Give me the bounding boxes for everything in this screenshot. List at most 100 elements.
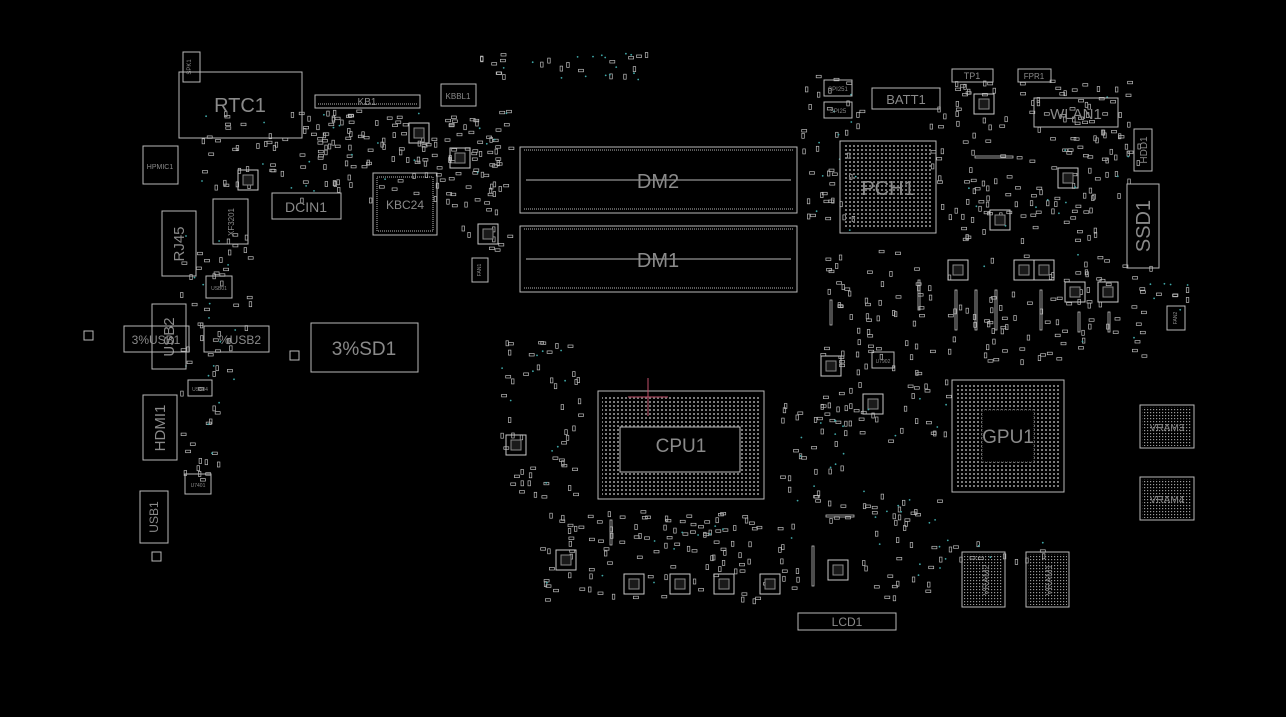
passive-component xyxy=(892,310,896,316)
ssd1-slot[interactable]: SSD1 xyxy=(1126,183,1160,269)
spk1-connector[interactable]: SPK1 xyxy=(182,51,201,83)
passive-component xyxy=(603,547,610,551)
passive-component xyxy=(574,525,578,532)
usb01-chip[interactable]: USB01 xyxy=(205,275,233,299)
dm2-dimm-slot[interactable]: DM2 xyxy=(519,146,798,214)
rtc1-label: RTC1 xyxy=(214,95,266,117)
gpu1-processor[interactable]: GPU1 xyxy=(951,379,1065,493)
passive-component xyxy=(1114,317,1121,321)
passive-component xyxy=(519,490,525,494)
passive-component xyxy=(703,532,710,537)
pch1-chipset[interactable]: PCH1 xyxy=(839,140,937,234)
vram1-chip[interactable]: VRAM1 xyxy=(1025,551,1070,608)
via xyxy=(417,112,420,115)
hpmic1-jack[interactable]: HPMIC1 xyxy=(142,145,179,185)
cpu1-die xyxy=(619,426,741,473)
passive-component xyxy=(336,179,340,186)
passive-component xyxy=(450,192,457,197)
fan1-connector[interactable]: FAN1 xyxy=(471,257,489,283)
via xyxy=(208,317,210,319)
spi25-chip[interactable]: SPI25 xyxy=(823,101,853,119)
kb1-connector[interactable]: KB1 xyxy=(314,94,421,109)
passive-component xyxy=(859,431,866,435)
passive-component xyxy=(705,564,709,570)
usb04-chip[interactable]: USB04 xyxy=(187,379,213,397)
passive-component xyxy=(597,591,604,595)
usb1-connector[interactable]: USB1 xyxy=(139,490,169,544)
spi251-chip[interactable]: SPI251 xyxy=(823,79,853,97)
passive-component xyxy=(1088,187,1093,194)
batt1-connector[interactable]: BATT1 xyxy=(871,87,941,110)
passive-component xyxy=(1149,265,1153,272)
via xyxy=(829,466,832,469)
hpmic1-label: HPMIC1 xyxy=(147,164,174,171)
lcd1-connector[interactable]: LCD1 xyxy=(797,612,897,631)
passive-component xyxy=(915,282,922,286)
usb3-left-connector[interactable]: 3%USB1 xyxy=(123,325,190,353)
passive-component xyxy=(1137,143,1141,150)
vram3-chip[interactable]: VRAM3 xyxy=(1139,404,1195,449)
passive-component xyxy=(1084,269,1089,276)
passive-component xyxy=(820,404,827,408)
via xyxy=(630,53,633,56)
passive-component xyxy=(1020,238,1025,244)
kbc24-chip[interactable]: KBC24 xyxy=(372,172,438,236)
fpr1-connector[interactable]: FPR1 xyxy=(1017,68,1052,83)
passive-component xyxy=(439,178,446,182)
passive-component xyxy=(865,302,871,307)
vram4-chip[interactable]: VRAM4 xyxy=(1139,476,1195,521)
via xyxy=(1035,206,1037,209)
passive-component xyxy=(849,403,853,410)
passive-component xyxy=(189,274,193,280)
passive-component xyxy=(1118,133,1122,140)
fan2-connector[interactable]: FAN2 xyxy=(1166,305,1186,331)
passive-component xyxy=(781,569,788,573)
passive-component xyxy=(207,353,214,357)
via xyxy=(637,78,640,81)
passive-component xyxy=(499,110,506,115)
dm1-dimm-slot[interactable]: DM1 xyxy=(519,225,798,293)
passive-component xyxy=(233,303,240,307)
u7401-chip[interactable]: U7401 xyxy=(184,473,212,495)
passive-component xyxy=(461,225,465,232)
usb2-vertical-connector[interactable]: USB2 xyxy=(151,303,187,370)
rtc1-battery[interactable]: RTC1 xyxy=(178,71,303,139)
passive-component xyxy=(508,349,512,356)
passive-component xyxy=(911,576,916,583)
passive-component xyxy=(452,119,458,123)
passive-component xyxy=(1054,201,1058,207)
passive-component xyxy=(344,160,349,167)
passive-component xyxy=(1093,227,1097,234)
hdd1-connector[interactable]: HDD1 xyxy=(1133,128,1153,172)
passive-component xyxy=(540,547,546,551)
passive-component xyxy=(540,61,544,68)
rj45-connector[interactable]: RJ45 xyxy=(161,210,197,277)
passive-component xyxy=(1055,319,1060,326)
tp1-connector[interactable]: TP1 xyxy=(951,68,994,83)
passive-component xyxy=(780,558,784,565)
passive-component xyxy=(209,418,213,425)
kbbl1-connector[interactable]: KBBL1 xyxy=(440,83,477,107)
passive-component xyxy=(1046,351,1053,356)
sd1-card-reader[interactable]: 3%SD1 xyxy=(310,322,419,373)
fan2-label: FAN2 xyxy=(1173,312,1179,325)
hdmi1-label: HDMI1 xyxy=(152,405,169,452)
trace-component xyxy=(825,514,855,518)
xf3201-part[interactable]: XF3201 xyxy=(212,198,249,245)
passive-component xyxy=(396,115,403,119)
via xyxy=(227,264,230,266)
wlan1-slot[interactable]: WLAN1 xyxy=(1033,97,1119,128)
vram2-chip[interactable]: VRAM2 xyxy=(961,551,1006,608)
passive-component xyxy=(831,197,835,204)
passive-component xyxy=(225,122,231,126)
cpu1-processor[interactable]: CPU1 xyxy=(597,390,765,500)
passive-component xyxy=(366,161,372,166)
hdmi1-connector[interactable]: HDMI1 xyxy=(142,394,178,461)
usb2-row-connector[interactable]: %USB2 xyxy=(203,325,270,353)
passive-component xyxy=(844,430,848,437)
passive-component xyxy=(971,149,975,156)
passive-component xyxy=(1006,210,1013,215)
dcin1-connector[interactable]: DCIN1 xyxy=(271,192,342,220)
u7902-chip[interactable]: U7902 xyxy=(871,351,895,369)
passive-component xyxy=(991,328,995,334)
